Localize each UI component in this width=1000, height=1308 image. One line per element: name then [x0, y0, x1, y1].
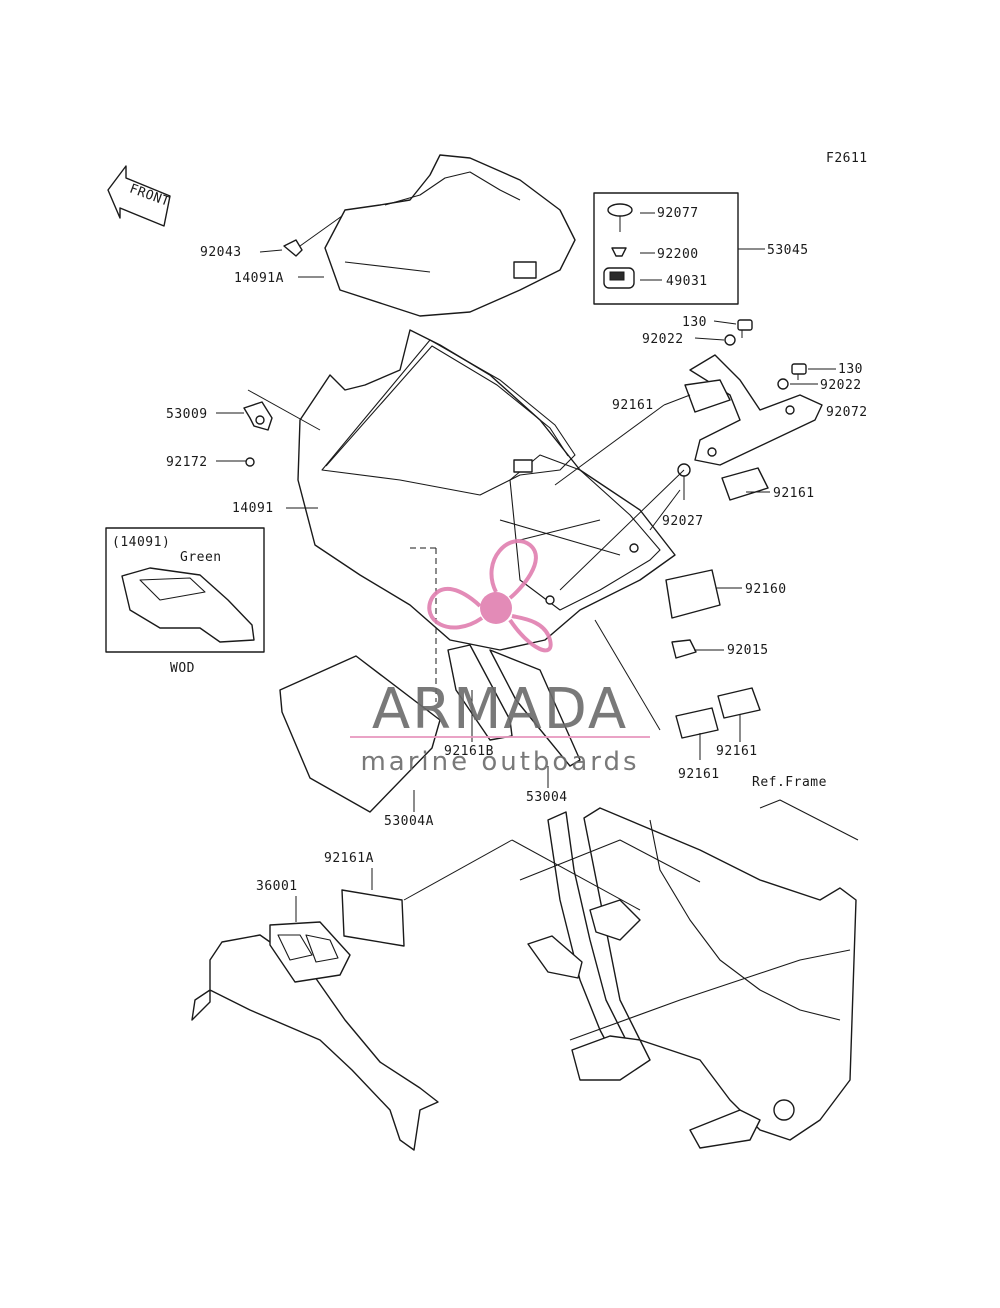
callout-53004: 53004	[526, 790, 568, 805]
clip-92043-icon	[283, 239, 303, 257]
callout-92161: 92161	[716, 744, 758, 759]
pad-92161-part	[675, 707, 719, 739]
leader-lines	[216, 212, 836, 922]
callout-53004A: 53004A	[384, 814, 434, 829]
nut-49031-icon	[603, 267, 635, 289]
pad-92161-part	[721, 467, 769, 501]
callout-130: 130	[682, 315, 707, 330]
callout-92161: 92161	[612, 398, 654, 413]
callout-92022: 92022	[820, 378, 862, 393]
ref-frame-label: Ref.Frame	[752, 775, 827, 790]
nut-92015-part	[671, 639, 697, 659]
screw-92077-icon	[607, 203, 633, 232]
bracket-53009	[243, 401, 273, 431]
callout-92077: 92077	[657, 206, 699, 221]
callout-92160: 92160	[745, 582, 787, 597]
callout-130: 130	[838, 362, 863, 377]
callout-49031: 49031	[666, 274, 708, 289]
callout-53009: 53009	[166, 407, 208, 422]
air-duct-36001	[191, 921, 439, 1151]
front-arrow-icon: FRONT	[107, 165, 172, 227]
upper-cowl-part	[324, 154, 576, 317]
pad-92160-part	[665, 569, 721, 619]
bolt-130-icon	[737, 319, 753, 338]
inset-note: Green	[180, 550, 222, 565]
clip-92200-icon	[611, 247, 627, 257]
inset-title: (14091)	[112, 535, 170, 550]
callout-92027: 92027	[662, 514, 704, 529]
callout-92200: 92200	[657, 247, 699, 262]
callout-14091: 14091	[232, 501, 274, 516]
watermark: ARMADA marine outboards	[350, 539, 650, 777]
callout-92015: 92015	[727, 643, 769, 658]
bolt-92172-icon	[245, 457, 255, 467]
washer-92022-icon	[777, 378, 789, 390]
pad-92161A-part	[341, 889, 405, 947]
stay-bracket-92072	[689, 354, 823, 466]
callout-92172: 92172	[166, 455, 208, 470]
frame-ref-part	[519, 799, 859, 1149]
bolt-130-icon	[791, 363, 807, 380]
callout-92161: 92161	[773, 486, 815, 501]
inset-fairing-part	[121, 567, 255, 643]
callout-14091A: 14091A	[234, 271, 284, 286]
callout-92161A: 92161A	[324, 851, 374, 866]
callout-92022: 92022	[642, 332, 684, 347]
pad-92161-part	[717, 687, 761, 719]
pad-92161-part	[684, 379, 731, 413]
callout-53045: 53045	[767, 243, 809, 258]
figure-code: F2611	[826, 151, 868, 166]
propeller-logo-icon	[427, 539, 553, 653]
watermark-brand: ARMADA	[372, 677, 628, 742]
pad-53004A-part	[279, 655, 441, 813]
washer-92022-icon	[724, 334, 736, 346]
callout-36001: 36001	[256, 879, 298, 894]
callout-92161B: 92161B	[444, 744, 494, 759]
callout-92072: 92072	[826, 405, 868, 420]
inset-caption: WOD	[170, 661, 195, 676]
watermark-tagline: marine outboards	[360, 747, 639, 777]
callout-92161: 92161	[678, 767, 720, 782]
callout-92043: 92043	[200, 245, 242, 260]
